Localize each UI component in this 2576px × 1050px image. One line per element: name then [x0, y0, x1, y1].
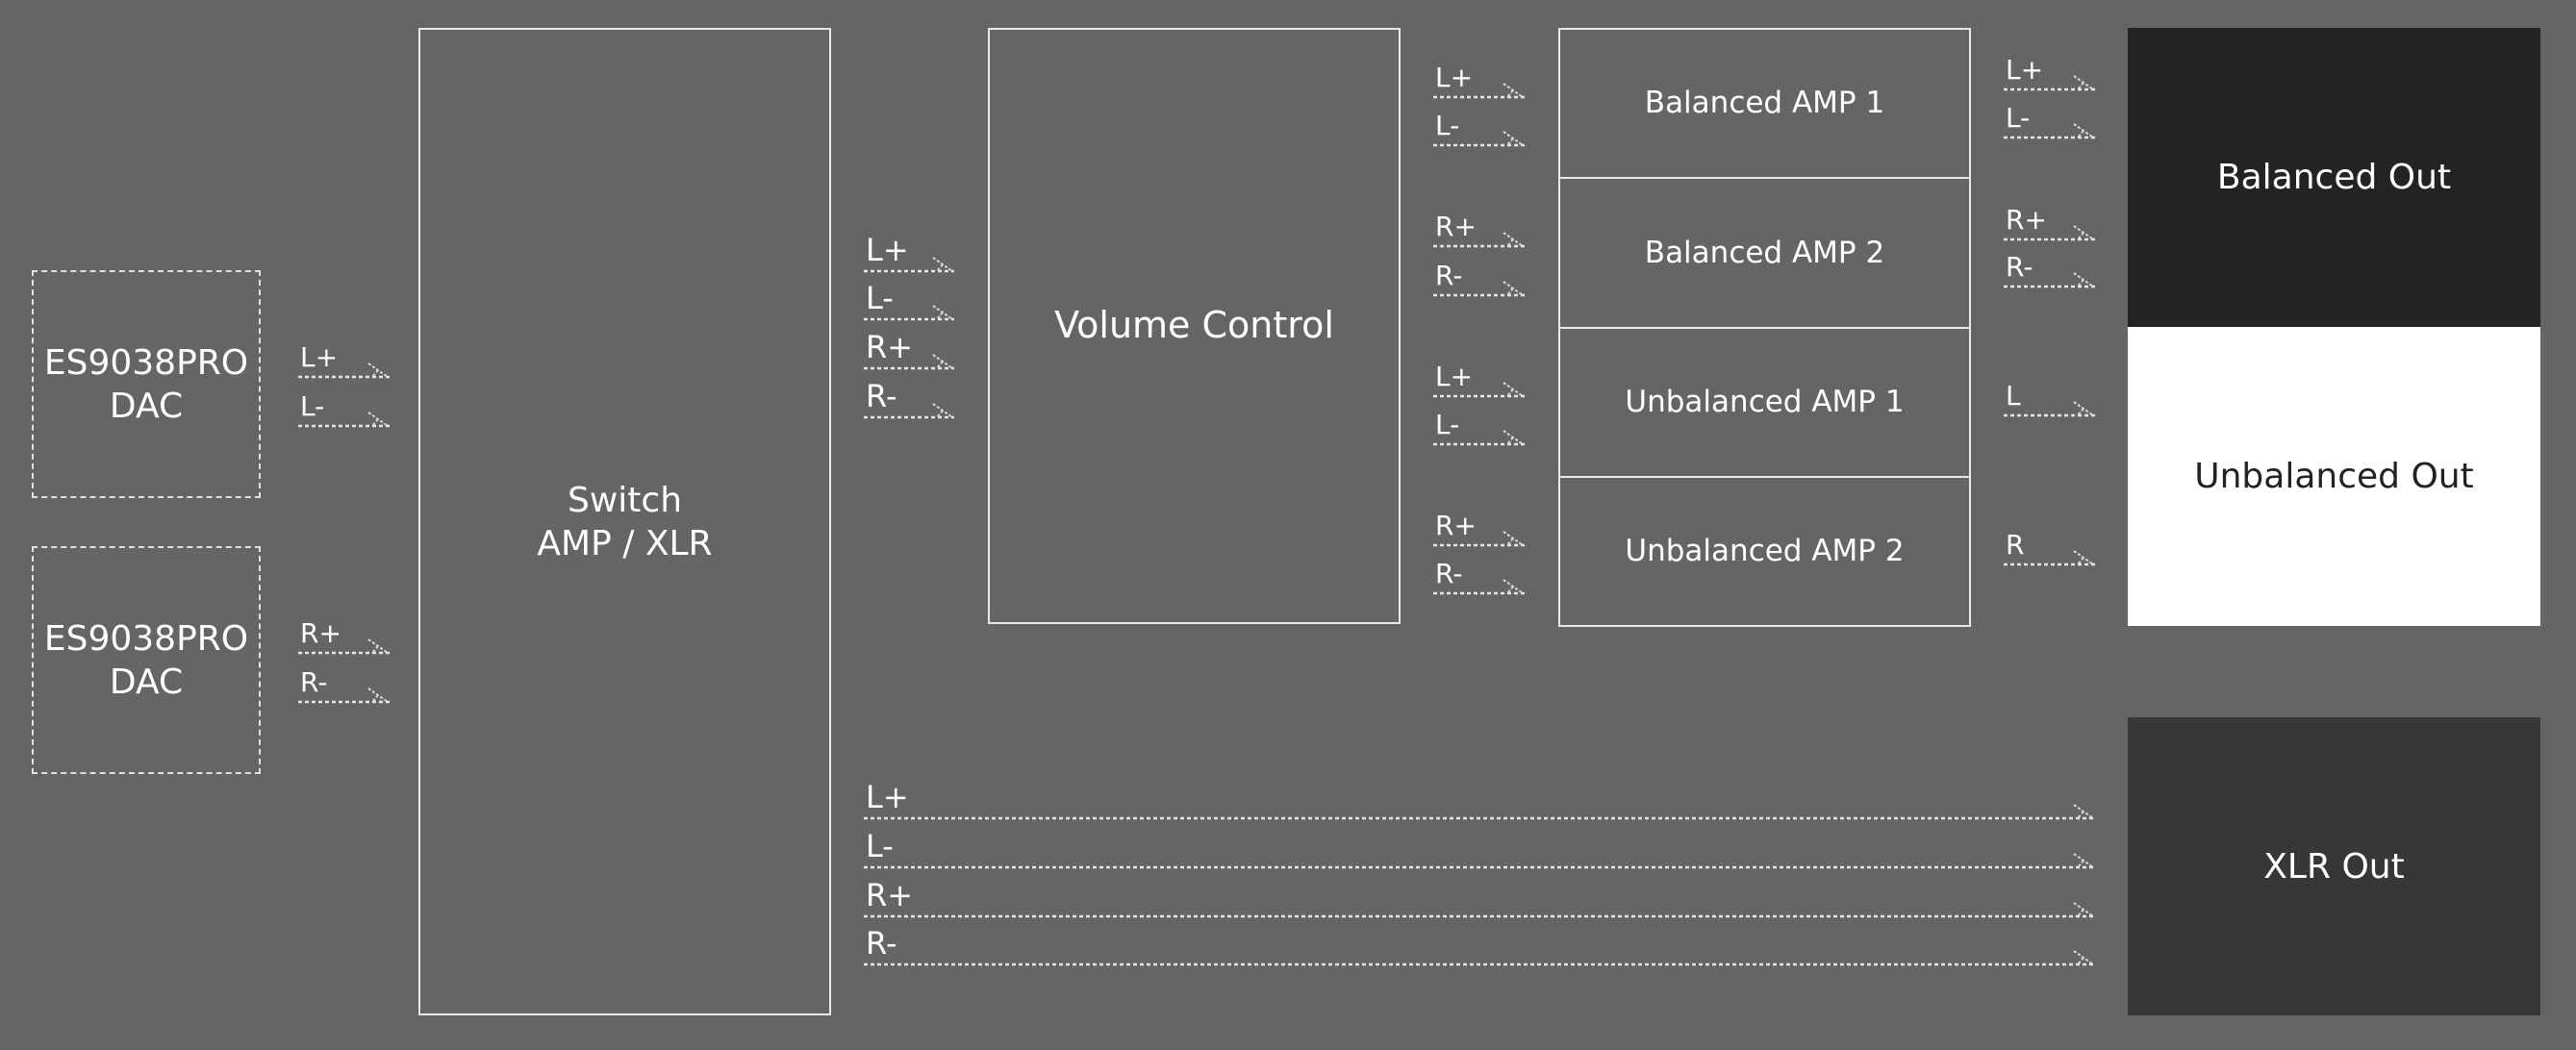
switch-line2: AMP / XLR: [537, 523, 713, 563]
arrow-head-icon: [1503, 382, 1524, 397]
unbalanced-amp-2-title: Unbalanced AMP 2: [1625, 534, 1905, 569]
signal-label-dac-left-2: L-: [300, 390, 325, 422]
signal-label-switch-to-volume-2: L-: [866, 280, 894, 316]
arrow-head-icon: [2073, 804, 2094, 819]
arrow-head-icon: [1503, 531, 1524, 546]
arrow-head-icon: [367, 362, 389, 378]
unbalanced-out-block: Unbalanced Out: [2128, 327, 2540, 626]
arrow-head-icon: [932, 257, 953, 272]
signal-label-volume-to-bal2-2: R-: [1435, 260, 1463, 291]
signal-label-volume-to-unbal2-1: R+: [1435, 510, 1477, 541]
unbalanced-amp-2-block: Unbalanced AMP 2: [1558, 476, 1971, 627]
signal-label-dac-right-2: R-: [300, 666, 328, 698]
arrow-head-icon: [367, 412, 389, 427]
signal-label-switch-to-volume-4: R-: [866, 378, 897, 414]
arrow-head-icon: [2073, 550, 2094, 565]
arrow-head-icon: [932, 403, 953, 418]
unbalanced-out-title: Unbalanced Out: [2194, 457, 2474, 496]
balanced-out-title: Balanced Out: [2216, 158, 2452, 197]
arrow-head-icon: [1503, 579, 1524, 594]
arrow-head-icon: [2073, 123, 2094, 138]
dac-right-line1: ES9038PRO: [43, 618, 249, 659]
arrow-head-icon: [2073, 853, 2094, 868]
arrow-head-icon: [367, 638, 389, 654]
dac-left-block: ES9038PRO DAC: [32, 270, 261, 498]
signal-label-unbal1-to-out-1: L: [2006, 380, 2021, 412]
arrow-head-icon: [2073, 950, 2094, 965]
balanced-amp-2-block: Balanced AMP 2: [1558, 177, 1971, 329]
arrow-head-icon: [2073, 272, 2094, 288]
signal-label-switch-to-xlr-4: R-: [866, 925, 897, 962]
switch-block: Switch AMP / XLR: [418, 28, 831, 1015]
balanced-amp-1-title: Balanced AMP 1: [1644, 86, 1885, 121]
signal-label-dac-left-1: L+: [300, 341, 339, 373]
arrow-head-icon: [1503, 281, 1524, 296]
volume-control-block: Volume Control: [988, 28, 1401, 624]
switch-line1: Switch: [567, 480, 683, 520]
balanced-amp-2-title: Balanced AMP 2: [1644, 235, 1885, 270]
arrow-head-icon: [367, 688, 389, 703]
signal-label-switch-to-volume-3: R+: [866, 329, 914, 365]
signal-label-switch-to-xlr-1: L+: [866, 779, 909, 815]
arrow-head-icon: [932, 354, 953, 369]
arrow-head-icon: [1503, 131, 1524, 146]
volume-control-title: Volume Control: [1054, 304, 1334, 347]
signal-label-volume-to-unbal1-1: L+: [1435, 361, 1474, 392]
arrow-head-icon: [1503, 430, 1524, 445]
balanced-amp-1-block: Balanced AMP 1: [1558, 28, 1971, 179]
signal-label-volume-to-unbal1-2: L-: [1435, 409, 1460, 440]
arrow-head-icon: [1503, 83, 1524, 98]
unbalanced-amp-1-title: Unbalanced AMP 1: [1625, 385, 1905, 420]
signal-label-volume-to-unbal2-2: R-: [1435, 558, 1463, 589]
signal-label-bal1-to-out-1: L+: [2006, 54, 2044, 86]
signal-label-dac-right-1: R+: [300, 617, 341, 649]
dac-left-line1: ES9038PRO: [43, 342, 249, 383]
arrow-head-icon: [2073, 401, 2094, 416]
arrow-head-icon: [932, 305, 953, 320]
arrow-head-icon: [1503, 232, 1524, 247]
signal-label-switch-to-volume-1: L+: [866, 232, 909, 268]
arrow-head-icon: [2073, 225, 2094, 240]
signal-label-switch-to-xlr-3: R+: [866, 877, 914, 913]
dac-right-block: ES9038PRO DAC: [32, 546, 261, 774]
signal-label-volume-to-bal2-1: R+: [1435, 211, 1477, 242]
arrow-head-icon: [2073, 902, 2094, 917]
signal-label-bal2-to-out-2: R-: [2006, 251, 2033, 283]
dac-right-line2: DAC: [109, 662, 184, 702]
signal-label-switch-to-xlr-2: L-: [866, 828, 894, 864]
signal-label-bal1-to-out-2: L-: [2006, 102, 2031, 134]
balanced-out-block: Balanced Out: [2128, 28, 2540, 327]
signal-label-volume-to-bal1-2: L-: [1435, 110, 1460, 141]
dac-left-line2: DAC: [109, 386, 184, 426]
xlr-out-block: XLR Out: [2128, 717, 2540, 1015]
unbalanced-amp-1-block: Unbalanced AMP 1: [1558, 327, 1971, 478]
xlr-out-title: XLR Out: [2263, 846, 2405, 887]
signal-label-unbal2-to-out-1: R: [2006, 529, 2025, 561]
signal-label-volume-to-bal1-1: L+: [1435, 62, 1474, 93]
arrow-head-icon: [2073, 75, 2094, 90]
signal-label-bal2-to-out-1: R+: [2006, 204, 2047, 236]
